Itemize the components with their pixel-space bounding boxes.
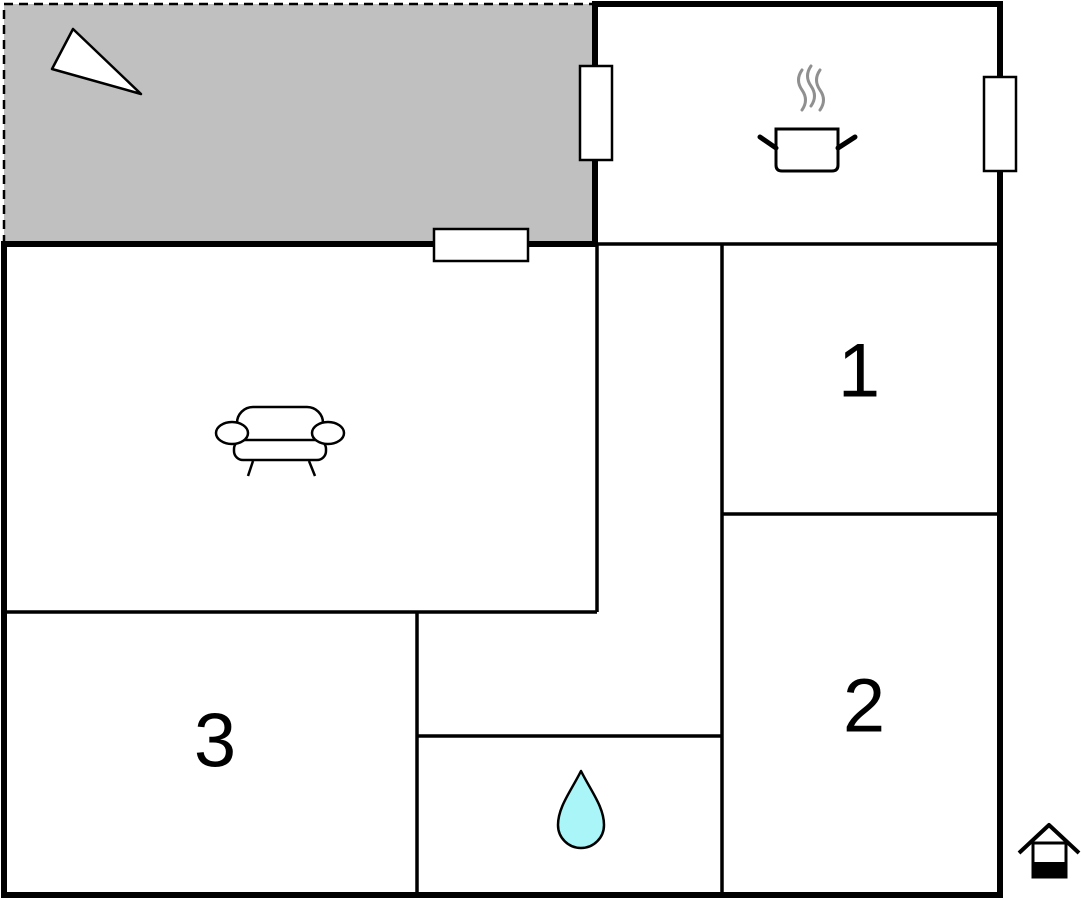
sofa-leg-left [246, 460, 255, 477]
pot-handle-left [757, 134, 779, 151]
pot-handle-right [835, 134, 858, 151]
kitchen-window [982, 75, 1018, 173]
sofa-icon [214, 405, 346, 477]
house-floor-icon [1017, 823, 1081, 879]
interior-walls [4, 242, 1000, 895]
terrace [2, 2, 595, 244]
bedroom-3-label: 3 [194, 699, 236, 784]
house-roof [1017, 823, 1081, 855]
terrace-door [578, 64, 614, 162]
cooking-pot-icon [757, 64, 858, 173]
water-drop-icon [556, 769, 606, 850]
sofa-seat [232, 438, 328, 462]
terrace-area [4, 4, 595, 244]
bedroom-1-label: 1 [838, 329, 880, 414]
openings [432, 64, 1018, 263]
sofa-leg-right [307, 460, 317, 477]
terrace-dashed-boundary [2, 2, 595, 244]
pot-body [774, 127, 840, 173]
sofa-arm-right [310, 420, 346, 446]
living-room-door [432, 227, 530, 263]
house-floor-marker [1033, 862, 1066, 877]
compass-north-arrow-icon [50, 27, 143, 96]
bedroom-2-label: 2 [843, 664, 885, 749]
sofa-arm-left [214, 420, 250, 446]
steam-lines [797, 64, 825, 112]
